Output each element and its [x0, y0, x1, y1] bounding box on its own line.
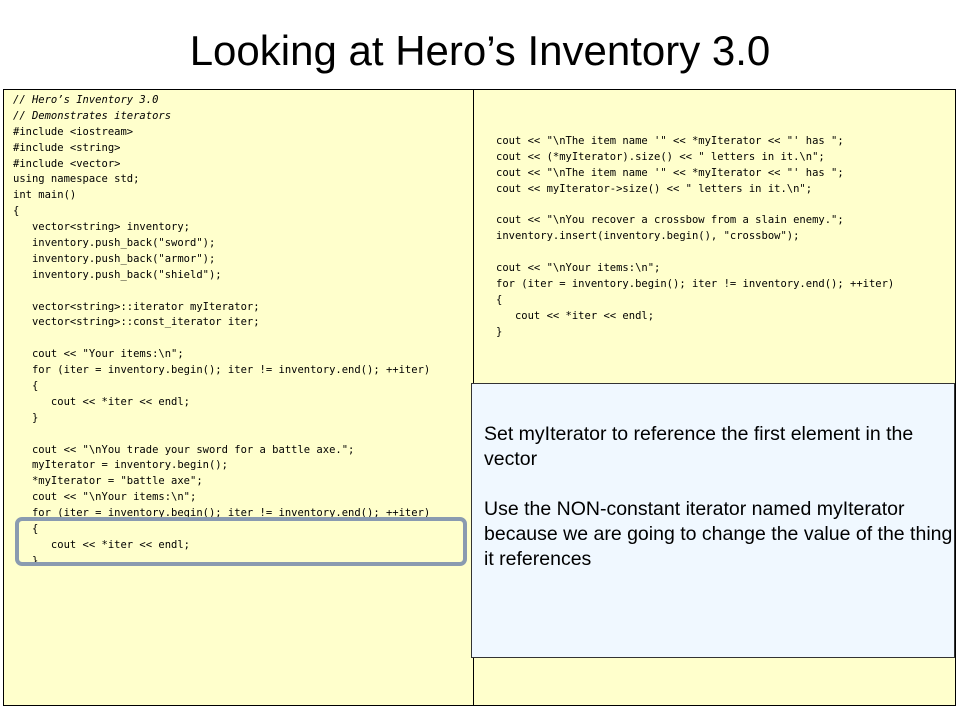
left-code-block: // Hero’s Inventory 3.0 // Demonstrates i… [13, 93, 430, 570]
code-line: { [13, 205, 20, 218]
slide-title: Looking at Hero’s Inventory 3.0 [189, 27, 771, 74]
code-line: for (iter = inventory.begin(); iter != i… [13, 364, 431, 377]
code-line: cout << "\nYour items:\n"; [496, 262, 661, 275]
code-line [13, 427, 430, 443]
code-line: for (iter = inventory.begin(); iter != i… [13, 507, 431, 520]
code-line: } [496, 325, 503, 338]
code-line: using namespace std; [13, 173, 140, 186]
callout-line: Set myIterator to reference the first el… [484, 423, 914, 470]
code-line [496, 245, 894, 261]
code-line: vector<string> inventory; [13, 221, 191, 234]
code-line: cout << "\nYour items:\n"; [13, 491, 197, 504]
code-line: { [13, 523, 39, 536]
code-line: cout << "\nThe item name '" << *myIterat… [496, 166, 844, 179]
code-line: inventory.push_back("shield"); [13, 268, 222, 281]
code-line: cout << "Your items:\n"; [13, 348, 184, 361]
code-line [13, 331, 430, 347]
left-code-panel: // Hero’s Inventory 3.0 // Demonstrates i… [3, 89, 477, 706]
code-line [13, 284, 430, 300]
code-line: #include <iostream> [13, 125, 134, 138]
code-line: cout << (*myIterator).size() << " letter… [496, 150, 825, 163]
code-line: #include <vector> [13, 157, 121, 170]
code-line: cout << *iter << endl; [13, 395, 191, 408]
code-line: } [13, 411, 39, 424]
code-line: vector<string>::iterator myIterator; [13, 300, 260, 313]
code-line [496, 198, 894, 214]
code-line: #include <string> [13, 141, 121, 154]
code-line: { [496, 293, 503, 306]
code-line: inventory.insert(inventory.begin(), "cro… [496, 230, 800, 243]
callout-line: because we are going to change the value… [484, 523, 953, 570]
code-line: myIterator = inventory.begin(); [13, 459, 228, 472]
code-line: cout << *iter << endl; [496, 309, 655, 322]
right-code-block: cout << "\nThe item name '" << *myIterat… [496, 134, 894, 341]
code-line: cout << "\nYou trade your sword for a ba… [13, 443, 355, 456]
code-line: cout << "\nThe item name '" << *myIterat… [496, 135, 844, 147]
code-line: int main() [13, 189, 77, 202]
code-line: // Demonstrates iterators [13, 109, 172, 122]
code-line: vector<string>::const_iterator iter; [13, 316, 260, 329]
code-line: cout << *iter << endl; [13, 538, 191, 551]
code-line: *myIterator = "battle axe"; [13, 475, 203, 488]
code-line: { [13, 380, 39, 393]
callout-spacer [484, 472, 954, 497]
code-line: cout << "\nYou recover a crossbow from a… [496, 214, 844, 227]
code-line: } [13, 554, 39, 567]
code-highlight-box [15, 517, 467, 566]
code-line: // Hero’s Inventory 3.0 [13, 94, 159, 106]
code-line: for (iter = inventory.begin(); iter != i… [496, 278, 895, 291]
callout-line: Use the NON-constant iterator named myIt… [484, 498, 905, 520]
code-line: cout << myIterator->size() << " letters … [496, 182, 813, 195]
code-line: inventory.push_back("armor"); [13, 252, 216, 265]
explanation-callout: Set myIterator to reference the first el… [471, 383, 955, 658]
code-line: inventory.push_back("sword"); [13, 237, 216, 250]
